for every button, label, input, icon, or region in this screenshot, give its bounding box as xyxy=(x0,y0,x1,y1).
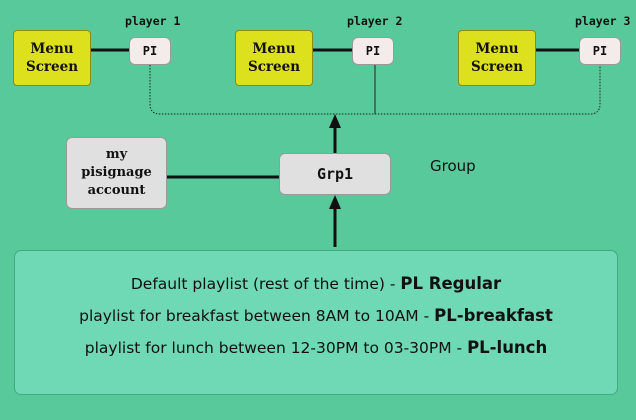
player-1-label: player 1 xyxy=(125,14,181,28)
pi-device-2: PI xyxy=(352,37,394,65)
group-node: Grp1 xyxy=(279,153,391,195)
pi-device-3: PI xyxy=(579,37,621,65)
playlist-default-name: PL Regular xyxy=(400,274,502,293)
playlist-lunch-text: playlist for lunch between 12-30PM to 03… xyxy=(84,339,468,357)
pisignage-account: my pisignage account xyxy=(66,137,167,209)
menu-screen-1: Menu Screen xyxy=(13,30,91,86)
group-caption: Group xyxy=(430,157,476,175)
playlist-lunch-name: PL-lunch xyxy=(467,338,548,357)
menu-screen-3: Menu Screen xyxy=(458,30,536,86)
playlist-default: Default playlist (rest of the time) - PL… xyxy=(15,274,617,293)
playlist-breakfast-text: playlist for breakfast between 8AM to 10… xyxy=(79,307,435,325)
playlist-lunch: playlist for lunch between 12-30PM to 03… xyxy=(15,338,617,357)
playlist-default-text: Default playlist (rest of the time) - xyxy=(130,275,401,293)
menu-screen-2: Menu Screen xyxy=(235,30,313,86)
pi-device-1: PI xyxy=(129,37,171,65)
playlist-breakfast-name: PL-breakfast xyxy=(434,306,553,325)
playlist-schedule-box: Default playlist (rest of the time) - PL… xyxy=(14,250,618,395)
player-3-label: player 3 xyxy=(575,14,631,28)
player-2-label: player 2 xyxy=(347,14,403,28)
playlist-breakfast: playlist for breakfast between 8AM to 10… xyxy=(15,306,617,325)
